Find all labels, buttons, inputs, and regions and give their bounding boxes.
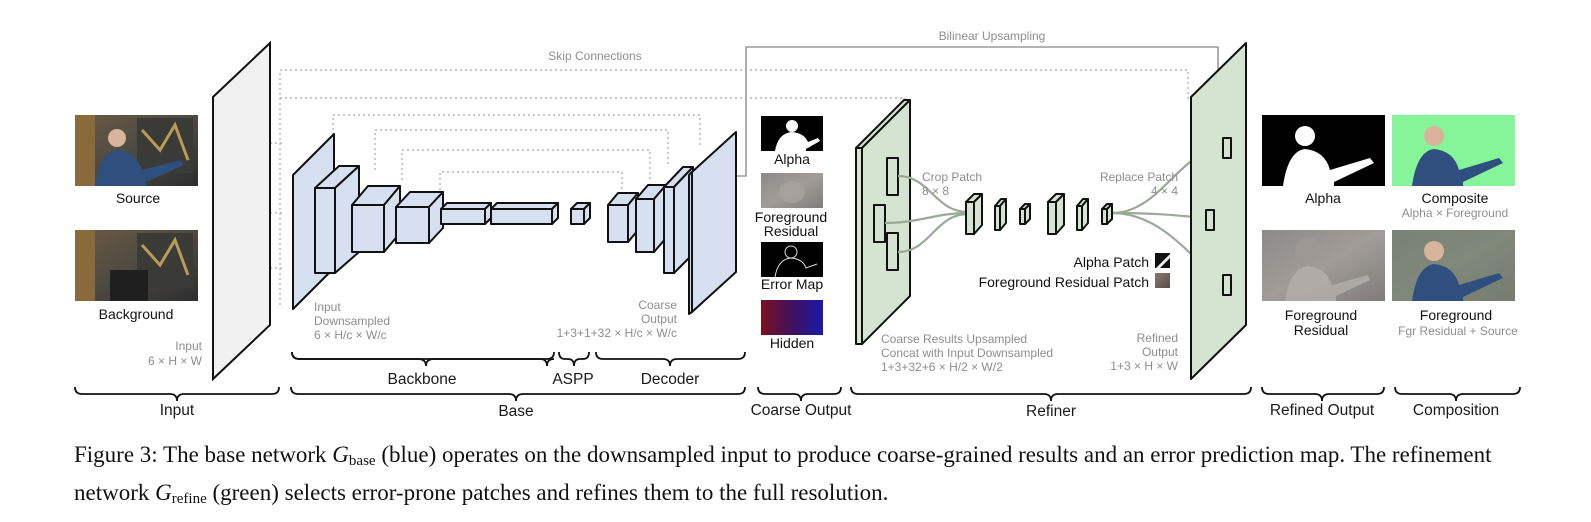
input-downsampled-label-1: Input: [314, 300, 341, 314]
input-size-label-1: Input: [175, 339, 202, 353]
refined-output-size-label-3: 1+3 × H × W: [1110, 359, 1178, 373]
input-downsampled-label-2: Downsampled: [314, 314, 390, 328]
coarse-fg-residual-thumb: [761, 173, 823, 208]
refined-fg-residual-image: [1262, 230, 1385, 301]
source-label: Source: [116, 190, 161, 206]
background-image: [75, 230, 198, 301]
composite-label: Composite: [1422, 190, 1489, 206]
error-map-thumb: [761, 242, 823, 278]
sub-section-braces: [291, 351, 746, 367]
refined-fg-residual-label-1: Foreground: [1285, 307, 1357, 323]
alpha-patch-label: Alpha Patch: [1074, 254, 1150, 270]
refined-alpha-image: [1262, 115, 1385, 186]
bilinear-upsampling-line: [736, 46, 1219, 177]
composite-sub-label: Alpha × Foreground: [1402, 206, 1508, 220]
foreground-image: [1392, 230, 1515, 301]
skip-connections-label: Skip Connections: [548, 49, 641, 63]
alpha-patch-icon: [1155, 253, 1170, 268]
section-refiner-label: Refiner: [1026, 403, 1076, 420]
crop-patch-label-1: Crop Patch: [922, 170, 982, 184]
coarse-alpha-label: Alpha: [774, 151, 810, 167]
replace-patch-label-1: Replace Patch: [1100, 170, 1178, 184]
refined-output-plane: [1190, 42, 1247, 380]
fg-residual-patch-label: Foreground Residual Patch: [979, 274, 1149, 290]
coarse-upsampled-label-2: Concat with Input Downsampled: [881, 346, 1053, 360]
section-base-label: Base: [498, 403, 533, 420]
section-composition-label: Composition: [1413, 402, 1499, 419]
aspp-label: ASPP: [552, 371, 593, 388]
section-refined-output-label: Refined Output: [1270, 402, 1375, 419]
refined-output-size-label-1: Refined: [1137, 331, 1178, 345]
coarse-output-size-label-1: Coarse: [638, 298, 677, 312]
replace-patch-label-2: 4 × 4: [1151, 184, 1178, 198]
coarse-output-size-label-2: Output: [641, 312, 678, 326]
foreground-label: Foreground: [1420, 307, 1492, 323]
foreground-sub-label: Fgr Residual + Source: [1398, 324, 1518, 338]
fg-residual-patch-icon: [1155, 273, 1170, 288]
composite-image: [1392, 115, 1515, 186]
hidden-label: Hidden: [770, 335, 814, 351]
coarse-upsampled-label-1: Coarse Results Upsampled: [881, 332, 1027, 346]
section-braces: [74, 386, 1521, 402]
base-network: [292, 131, 737, 315]
coarse-fg-residual-label-2: Residual: [764, 223, 818, 239]
background-label: Background: [99, 306, 174, 322]
refiner-patches: [965, 193, 1113, 235]
error-map-label: Error Map: [761, 276, 823, 292]
coarse-fg-residual-label-1: Foreground: [755, 209, 827, 225]
backbone-label: Backbone: [388, 371, 457, 388]
decoder-label: Decoder: [641, 371, 700, 388]
section-input-label: Input: [160, 402, 195, 419]
source-image: [75, 115, 198, 186]
figure-caption: Figure 3: The base network Gbase (blue) …: [74, 442, 1492, 507]
crop-patch-label-2: 8 × 8: [922, 184, 949, 198]
bilinear-upsampling-label: Bilinear Upsampling: [939, 29, 1046, 43]
refined-alpha-label: Alpha: [1305, 190, 1341, 206]
section-coarse-output-label: Coarse Output: [751, 402, 852, 419]
hidden-thumb: [761, 300, 823, 335]
refined-output-size-label-2: Output: [1142, 345, 1179, 359]
input-plane: [212, 40, 271, 382]
input-downsampled-label-3: 6 × H/c × W/c: [314, 328, 387, 342]
coarse-upsampled-label-3: 1+3+32+6 × H/2 × W/2: [881, 360, 1003, 374]
input-size-label-2: 6 × H × W: [148, 354, 203, 368]
refined-fg-residual-label-2: Residual: [1294, 322, 1348, 338]
coarse-output-size-label-3: 1+3+1+32 × H/c × W/c: [557, 326, 677, 340]
coarse-alpha-thumb: [761, 116, 823, 151]
